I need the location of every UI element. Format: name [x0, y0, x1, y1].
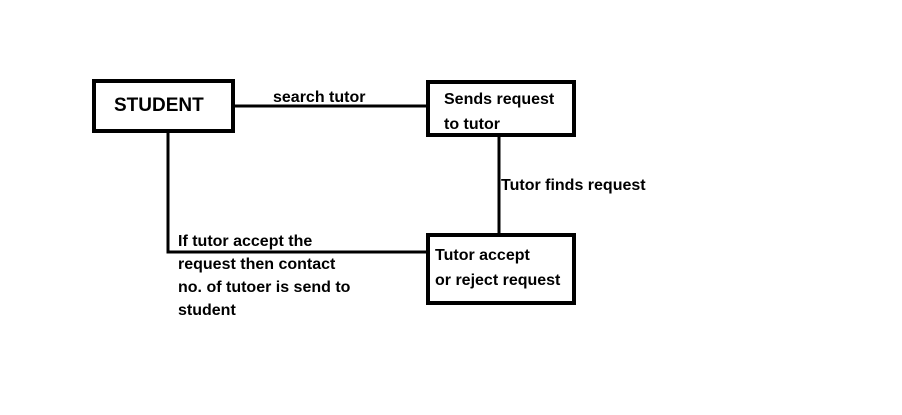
- node-sends-request-line2: to tutor: [444, 116, 500, 133]
- node-sends-request-line1: Sends request: [444, 91, 555, 108]
- edge-accept-return: [166, 133, 426, 254]
- edge-label-accept-line1: If tutor accept the: [178, 233, 313, 250]
- node-student: STUDENT: [92, 79, 235, 133]
- node-student-label: STUDENT: [114, 95, 204, 116]
- node-tutor-decision-line1: Tutor accept: [435, 247, 530, 264]
- edge-label-accept-line4: student: [178, 302, 236, 319]
- edge-label-search: search tutor: [273, 89, 366, 106]
- edge-label-accept: If tutor accept the request then contact…: [178, 230, 378, 322]
- edge-label-finds: Tutor finds request: [501, 177, 646, 194]
- node-tutor-decision: Tutor accept or reject request: [426, 233, 576, 305]
- edge-label-accept-line2: request then contact: [178, 256, 336, 273]
- node-tutor-decision-line2: or reject request: [435, 272, 561, 289]
- edge-label-accept-line3: no. of tutoer is send to: [178, 279, 351, 296]
- node-sends-request: Sends request to tutor: [426, 80, 576, 137]
